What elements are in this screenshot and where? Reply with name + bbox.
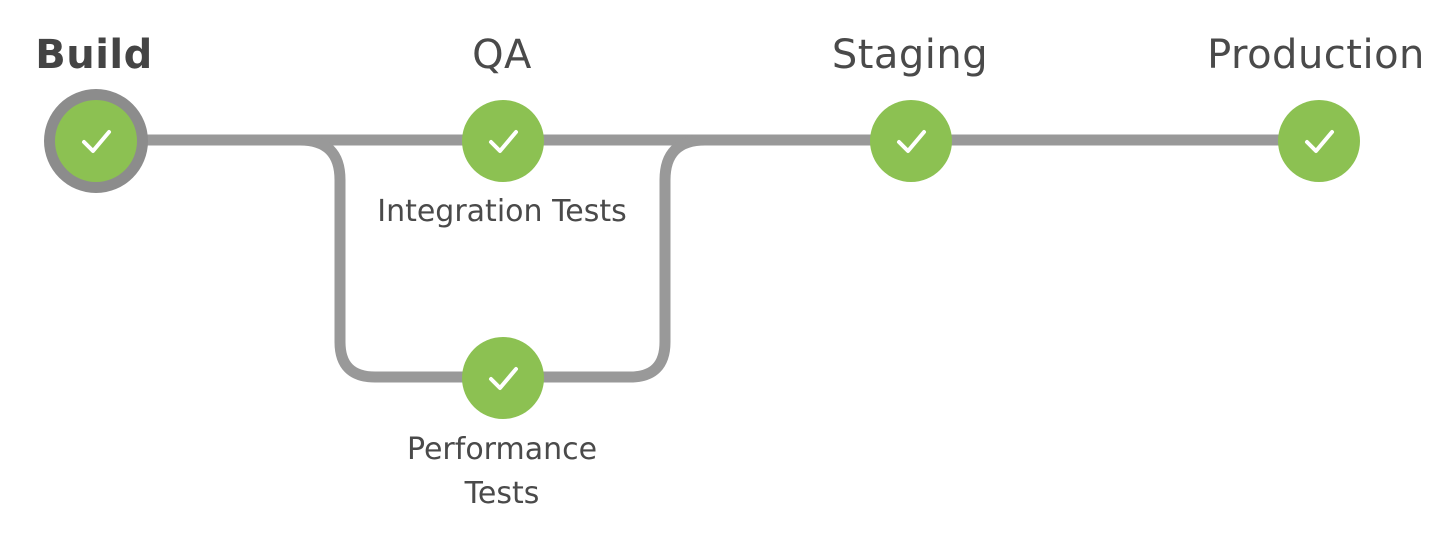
checkmark-icon	[82, 130, 111, 153]
stage-title-production[interactable]: Production	[1207, 32, 1425, 78]
checkmark-icon	[1305, 130, 1334, 153]
stage-node-staging[interactable]	[870, 100, 952, 182]
stage-title-qa[interactable]: QA	[472, 32, 532, 78]
branch-label-performance-tests[interactable]: Performance Tests	[407, 428, 597, 516]
stage-title-staging[interactable]: Staging	[831, 32, 989, 78]
branch-label-line: Performance	[406, 432, 598, 467]
checkmark-icon	[489, 367, 518, 390]
checkmark-icon	[897, 130, 926, 153]
stage-node-performance-tests[interactable]	[462, 337, 544, 419]
checkmark-icon	[489, 130, 518, 153]
branch-label-integration-tests[interactable]: Integration Tests	[377, 194, 627, 229]
branch-label-line: Tests	[464, 476, 540, 511]
stage-node-integration-tests[interactable]	[462, 100, 544, 182]
stage-title-build[interactable]: Build	[35, 32, 153, 78]
stage-node-production[interactable]	[1278, 100, 1360, 182]
stage-node-build[interactable]	[55, 100, 137, 182]
